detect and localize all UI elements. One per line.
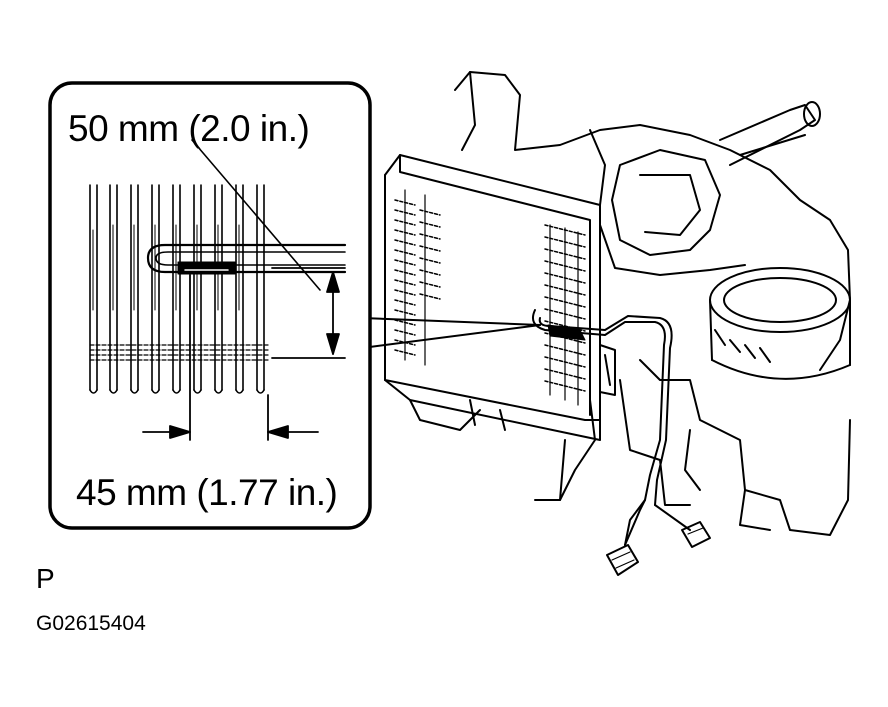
- figure-code: G02615404: [36, 612, 146, 635]
- thermistor-wire: [532, 309, 711, 576]
- detail-inset: [48, 81, 372, 530]
- dimension-label-45mm: 45 mm (1.77 in.): [76, 472, 338, 513]
- heater-unit-housing: [454, 71, 851, 536]
- evaporator-core: [384, 154, 616, 441]
- detail-thermistor-probe: [146, 243, 347, 275]
- callout-leader: [361, 317, 541, 349]
- detail-fins: [89, 184, 271, 394]
- dimension-vertical: [271, 267, 346, 359]
- view-letter: P: [36, 563, 55, 594]
- dimension-label-50mm: 50 mm (2.0 in.): [68, 108, 310, 149]
- dimension-top-leader: [191, 139, 321, 291]
- dimension-horizontal: [142, 274, 319, 441]
